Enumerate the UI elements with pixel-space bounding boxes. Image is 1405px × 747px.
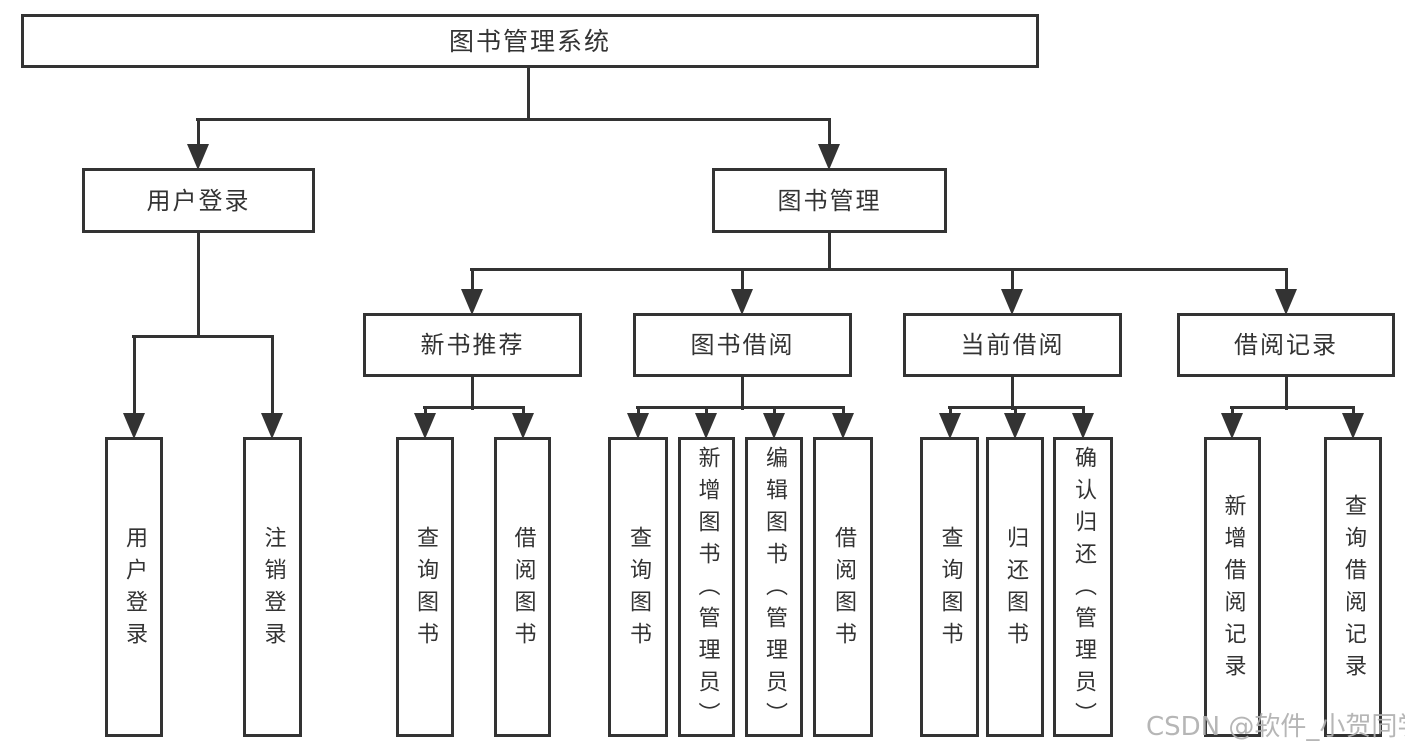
arrow-down-icon — [1221, 413, 1243, 439]
node-borrowing-records: 借阅记录 — [1177, 313, 1395, 377]
connector-line — [1284, 270, 1288, 291]
node-book-management: 图书管理 — [712, 168, 947, 233]
leaf-query-books-3: 查询图书 — [920, 437, 979, 737]
arrow-down-icon — [731, 289, 753, 315]
leaf-logout: 注销登录 — [243, 437, 302, 737]
connector-line — [1230, 408, 1234, 415]
leaf-borrow-books-1: 借阅图书 — [494, 437, 551, 737]
leaf-user-login: 用户登录 — [105, 437, 163, 737]
connector-line — [470, 377, 474, 410]
leaf-borrow-books-2: 借阅图书 — [813, 437, 873, 737]
connector-line — [948, 406, 1085, 409]
connector-line — [1010, 270, 1014, 291]
node-library-system: 图书管理系统 — [21, 14, 1039, 68]
leaf-add-borrow-record: 新增借阅记录 — [1204, 437, 1261, 737]
arrow-down-icon — [818, 144, 840, 170]
node-current-borrowing: 当前借阅 — [903, 313, 1122, 377]
arrow-down-icon — [627, 413, 649, 439]
leaf-query-books-1: 查询图书 — [396, 437, 454, 737]
leaf-confirm-return-admin: 确认归还（管理员） — [1053, 437, 1113, 737]
arrow-down-icon — [695, 413, 717, 439]
connector-line — [636, 406, 845, 409]
connector-line — [423, 408, 427, 415]
connector-line — [526, 68, 530, 120]
connector-line — [948, 408, 952, 415]
connector-line — [470, 268, 1288, 271]
leaf-edit-book-admin: 编辑图书（管理员） — [745, 437, 803, 737]
connector-line — [521, 408, 525, 415]
connector-line — [196, 233, 200, 337]
arrow-down-icon — [414, 413, 436, 439]
arrow-down-icon — [763, 413, 785, 439]
connector-line — [470, 270, 474, 291]
connector-line — [704, 408, 708, 415]
arrow-down-icon — [1342, 413, 1364, 439]
arrow-down-icon — [1275, 289, 1297, 315]
arrow-down-icon — [1001, 289, 1023, 315]
arrow-down-icon — [261, 413, 283, 439]
connector-line — [740, 270, 744, 291]
connector-line — [827, 120, 831, 146]
arrow-down-icon — [1072, 413, 1094, 439]
connector-line — [636, 408, 640, 415]
watermark: CSDN @软件_小贺同学 — [1146, 712, 1405, 742]
leaf-return-books: 归还图书 — [986, 437, 1044, 737]
connector-line — [132, 335, 274, 338]
connector-line — [132, 337, 136, 415]
arrow-down-icon — [1004, 413, 1026, 439]
connector-line — [1351, 408, 1355, 415]
leaf-query-borrow-record: 查询借阅记录 — [1324, 437, 1382, 737]
arrow-down-icon — [187, 144, 209, 170]
arrow-down-icon — [939, 413, 961, 439]
connector-line — [740, 377, 744, 410]
connector-line — [1013, 408, 1017, 415]
connector-line — [772, 408, 776, 415]
connector-line — [196, 120, 200, 146]
arrow-down-icon — [512, 413, 534, 439]
arrow-down-icon — [123, 413, 145, 439]
arrow-down-icon — [461, 289, 483, 315]
node-user-login-group: 用户登录 — [82, 168, 315, 233]
leaf-add-book-admin: 新增图书（管理员） — [678, 437, 735, 737]
leaf-query-books-2: 查询图书 — [608, 437, 668, 737]
connector-line — [841, 408, 845, 415]
node-new-book-recommend: 新书推荐 — [363, 313, 582, 377]
connector-line — [827, 233, 831, 270]
connector-line — [270, 337, 274, 415]
node-book-borrowing: 图书借阅 — [633, 313, 852, 377]
connector-line — [196, 118, 831, 121]
connector-line — [423, 406, 525, 409]
connector-line — [1081, 408, 1085, 415]
arrow-down-icon — [832, 413, 854, 439]
connector-line — [1230, 406, 1355, 409]
connector-line — [1284, 377, 1288, 410]
connector-line — [1010, 377, 1014, 410]
